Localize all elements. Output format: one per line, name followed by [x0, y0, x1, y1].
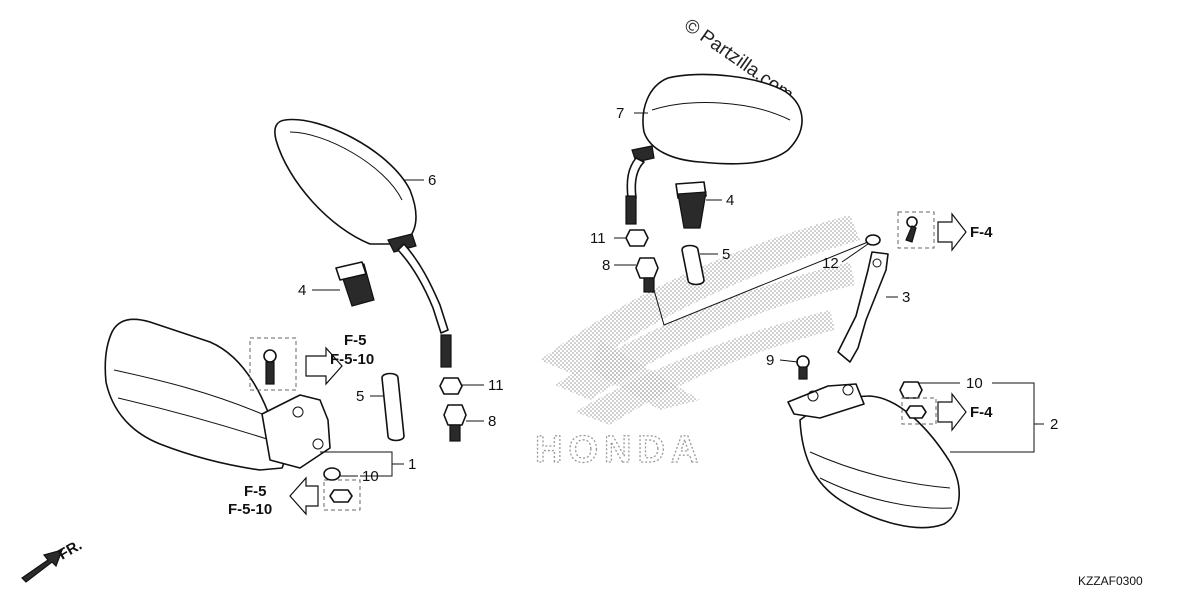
- left-bolt: [443, 404, 467, 442]
- ref-right-lower-f4: F-4: [970, 404, 993, 421]
- part-number-12: 12: [822, 255, 839, 272]
- front-direction-arrow: FR.: [21, 537, 85, 583]
- left-mirror: [274, 118, 452, 368]
- part-number-7: 7: [616, 105, 624, 122]
- part-number-5-left: 5: [356, 388, 364, 405]
- honda-logo-text: HONDA: [535, 429, 704, 471]
- part-number-11-right: 11: [590, 230, 606, 247]
- right-washer-12: [865, 234, 881, 246]
- part-number-1: 1: [408, 456, 416, 473]
- part-number-6: 6: [428, 172, 436, 189]
- right-nut-10: [899, 381, 923, 399]
- right-screw-9: [796, 355, 810, 380]
- right-nut: [625, 229, 649, 247]
- part-number-4-left: 4: [298, 282, 306, 299]
- right-mirror: [625, 73, 803, 225]
- leader-lines: [312, 112, 1044, 477]
- right-bracket: [837, 251, 889, 363]
- part-number-8-right: 8: [602, 257, 610, 274]
- left-nut-reference: [289, 476, 361, 516]
- part-number-4-right: 4: [726, 192, 734, 209]
- ref-left-upper-f5-10: F-5-10: [330, 351, 374, 368]
- part-number-11-left: 11: [488, 377, 504, 394]
- right-nut-reference: [901, 392, 967, 432]
- part-number-10-left: 10: [362, 468, 379, 485]
- part-number-8-left: 8: [488, 413, 496, 430]
- left-nut: [439, 377, 463, 395]
- part-number-10-right: 10: [966, 375, 983, 392]
- part-number-2: 2: [1050, 416, 1058, 433]
- diagram-code: KZZAF0300: [1078, 574, 1143, 588]
- left-handguard: [104, 318, 331, 471]
- left-screw-reference: [249, 337, 343, 391]
- part-number-3: 3: [902, 289, 910, 306]
- right-handguard: [787, 383, 960, 529]
- left-washer: [323, 467, 341, 481]
- right-collar: [681, 244, 705, 286]
- right-screw-reference: [897, 211, 967, 252]
- part-number-5-right: 5: [722, 246, 730, 263]
- front-direction-label: FR.: [56, 537, 85, 564]
- honda-wing-logo: [540, 215, 860, 425]
- part-number-9: 9: [766, 352, 774, 369]
- right-cap: [675, 181, 707, 229]
- ref-right-upper-f4: F-4: [970, 224, 993, 241]
- ref-left-lower-f5: F-5: [244, 483, 267, 500]
- ref-left-upper-f5: F-5: [344, 332, 367, 349]
- right-bolt: [635, 257, 659, 293]
- left-cap: [335, 261, 375, 307]
- left-collar: [381, 372, 405, 442]
- ref-left-lower-f5-10: F-5-10: [228, 501, 272, 518]
